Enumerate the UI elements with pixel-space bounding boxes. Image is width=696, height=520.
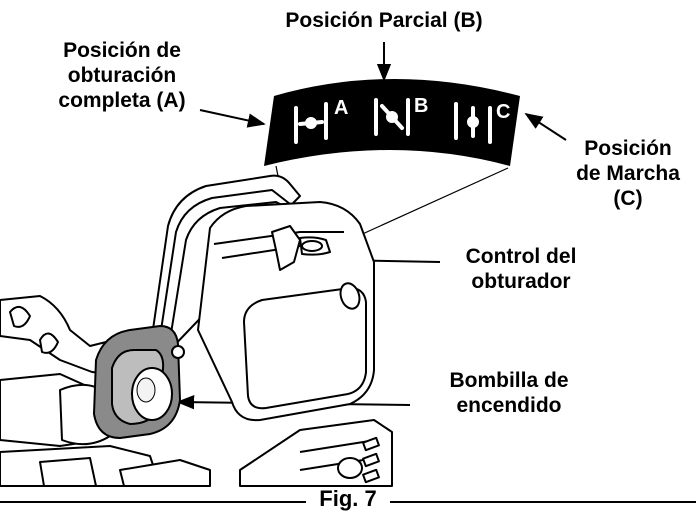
label-full-choke-line-1: Posición de (63, 39, 181, 62)
label-run-line-1: Posición (584, 137, 672, 160)
label-primer-bulb-line-1: Bombilla de (449, 369, 569, 392)
label-run-position: Posición de Marcha (C) (568, 136, 688, 211)
figure-caption: Fig. 7 (0, 484, 696, 518)
choke-symbol-a (294, 102, 328, 144)
label-full-choke-line-3: completa (A) (58, 89, 186, 112)
label-choke-control: Control del obturador (446, 244, 596, 294)
label-primer-bulb: Bombilla de encendido (424, 368, 594, 418)
arrow-full-choke (199, 109, 266, 128)
caption-rule-left (0, 501, 306, 503)
label-run-line-3: (C) (613, 187, 643, 210)
label-full-choke-line-2: obturación (67, 64, 177, 87)
caption-rule-right (390, 501, 696, 503)
choke-dial: A B C (264, 79, 520, 166)
caption-text: Fig. 7 (319, 486, 377, 511)
label-primer-bulb-line-2: encendido (456, 394, 562, 417)
label-choke-control-line-1: Control del (465, 245, 577, 268)
choke-symbol-c (454, 102, 492, 144)
dial-letter-b: B (414, 95, 428, 117)
arrow-run (524, 113, 567, 141)
label-run-line-2: de Marcha (576, 162, 680, 185)
label-choke-control-line-2: obturador (471, 270, 571, 293)
dial-letter-a: A (334, 97, 348, 119)
choke-symbol-b (374, 98, 410, 136)
dial-letter-c: C (496, 101, 510, 123)
primer-bulb (93, 325, 185, 439)
engine-housing (0, 174, 393, 487)
label-full-choke-position: Posición de obturación completa (A) (42, 38, 202, 113)
label-partial-position: Posición Parcial (B) (285, 9, 483, 32)
